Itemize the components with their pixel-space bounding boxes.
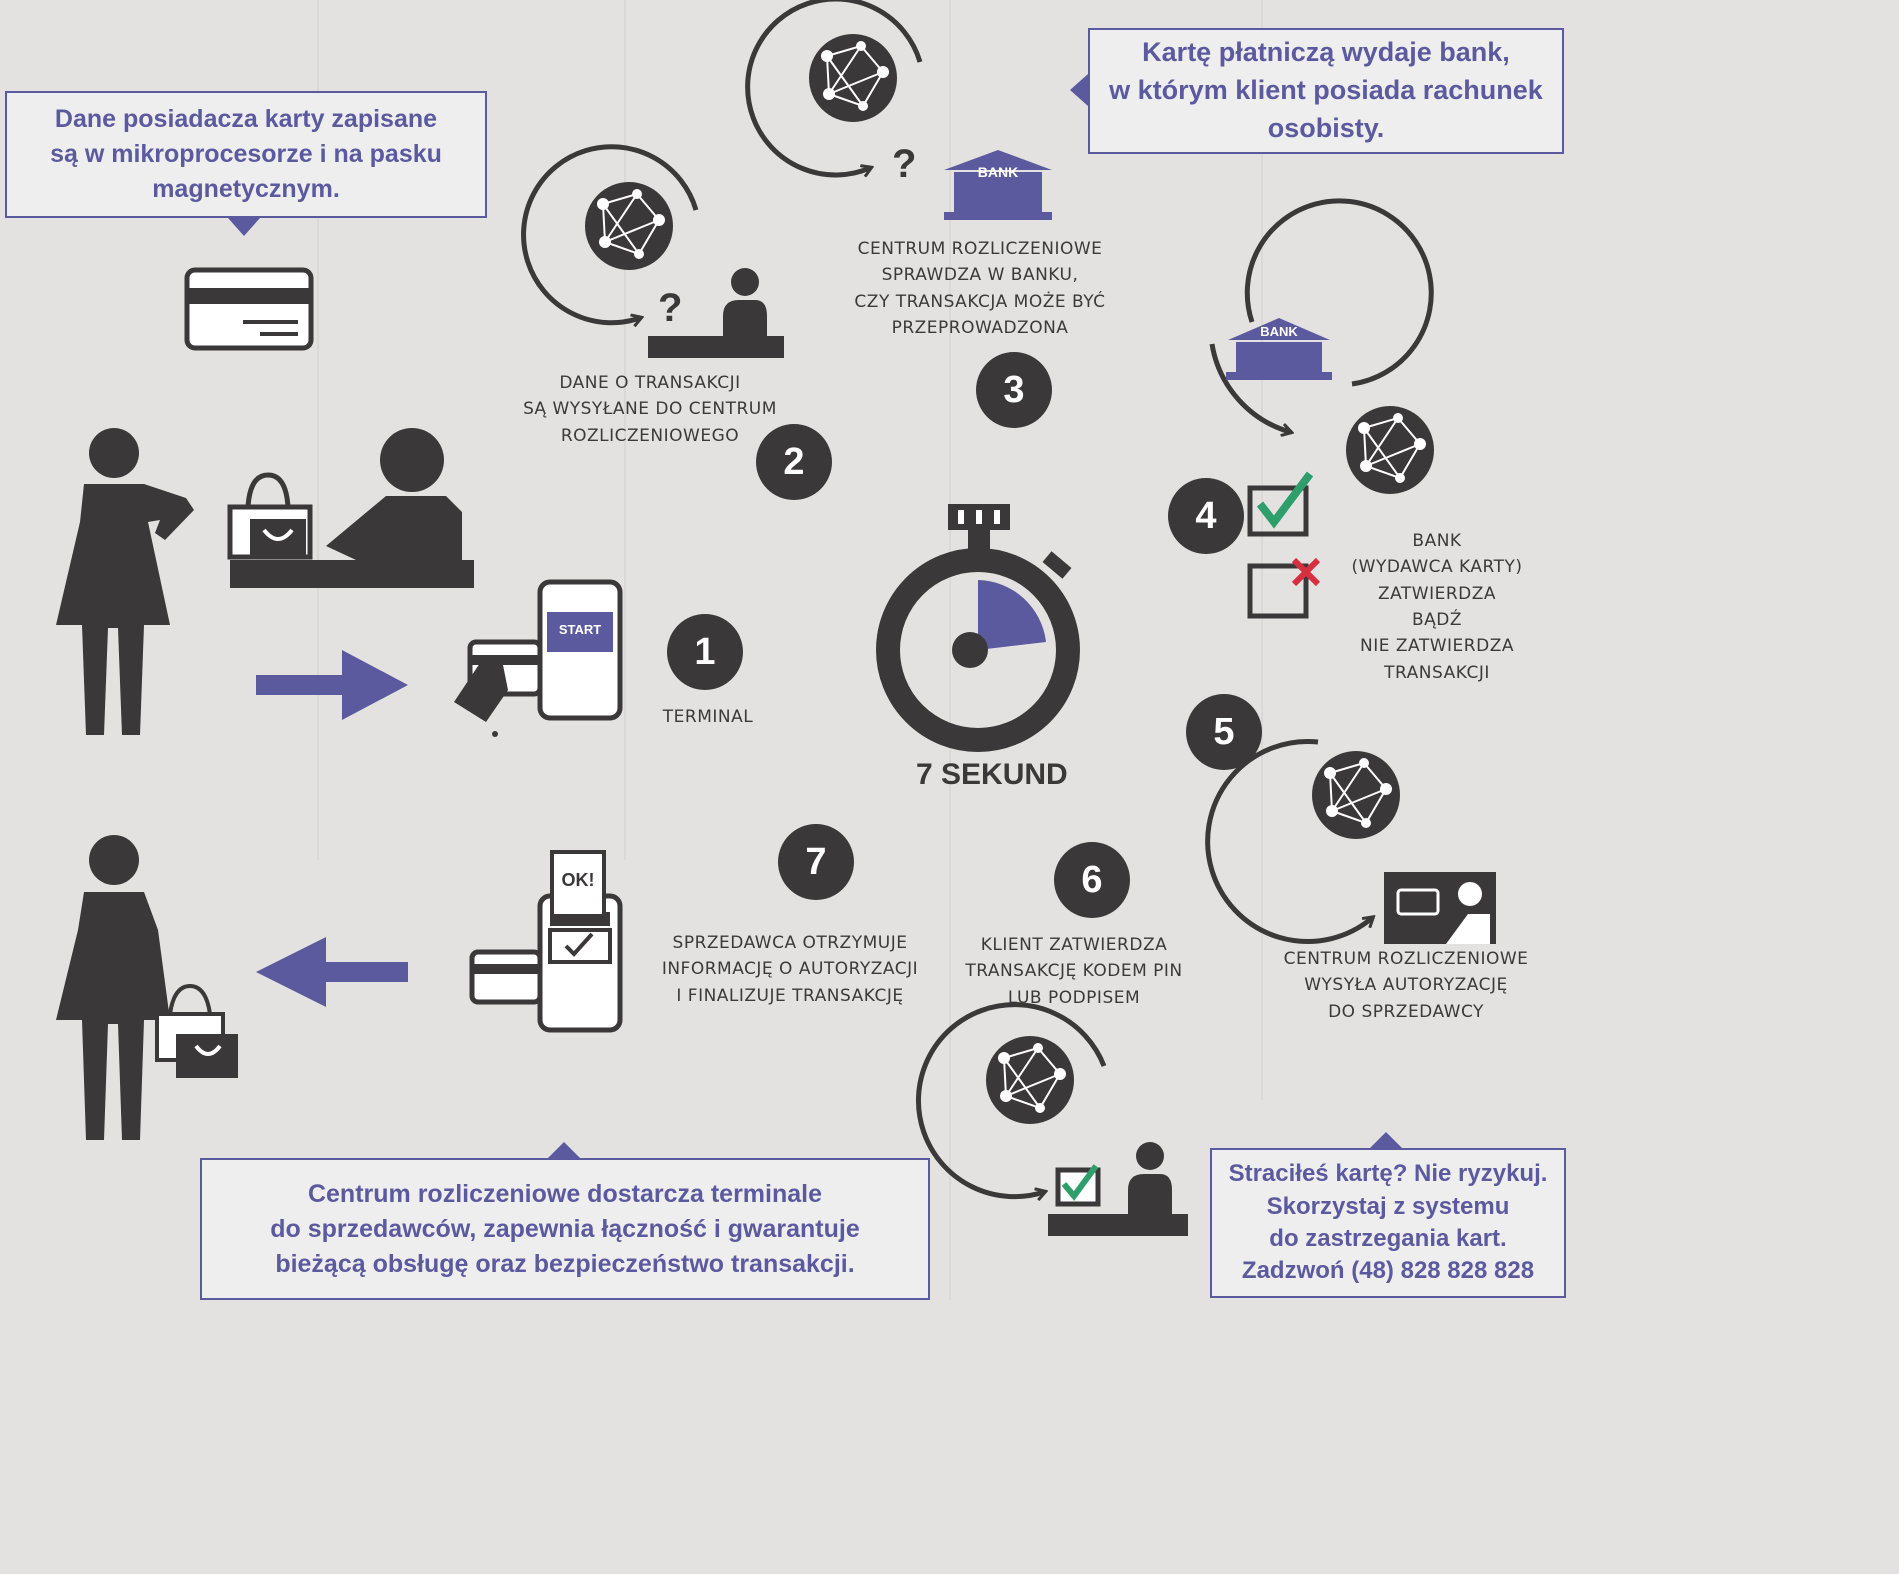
step-3-badge: 3 (976, 352, 1052, 428)
bank-sign-label-step4: BANK (1260, 324, 1298, 339)
cardholder-data-text: Dane posiadacza karty zapisane są w mikr… (50, 105, 442, 203)
customer-leaving-icon (56, 835, 170, 1140)
authorization-sent-icon (1205, 738, 1496, 944)
step-4-caption: BANK (WYDAWCA KARTY) ZATWIERDZA BĄDŹ NIE… (1351, 531, 1523, 683)
receipt-ok-label: OK! (561, 870, 595, 890)
approve-checkbox-icon (1247, 471, 1314, 537)
seller-at-counter-icon (230, 428, 474, 588)
arrow-left-icon (256, 937, 408, 1007)
box-pointers (228, 74, 1402, 1158)
card-terminal-icon (454, 579, 623, 737)
step-7-badge: 7 (778, 824, 854, 900)
card-issuer-box: Kartę płatniczą wydaje bank, w którym kl… (1088, 28, 1564, 154)
step-2-caption: DANE O TRANSAKCJI SĄ WYSYŁANE DO CENTRUM… (523, 373, 777, 446)
bank-approves-icon (1209, 198, 1435, 495)
client-confirms-icon (915, 1002, 1188, 1236)
shopping-bag-carried-icon (155, 983, 238, 1078)
question-mark-step2: ? (658, 286, 683, 330)
customer-woman-icon (56, 428, 194, 735)
step-1-caption: TERMINAL (662, 707, 754, 727)
settlement-center-box: Centrum rozliczeniowe dostarcza terminal… (200, 1158, 930, 1300)
terminal-start-label: START (558, 622, 602, 637)
payment-card-icon (184, 267, 314, 351)
step-6-badge: 6 (1054, 842, 1130, 918)
timer-label: 7 SEKUND (916, 758, 1068, 791)
diagram-artwork (56, 0, 1496, 1300)
step-6-caption: KLIENT ZATWIERDZA TRANSAKCJĘ KODEM PIN L… (965, 935, 1183, 1008)
step-7-caption: SPRZEDAWCA OTRZYMUJE INFORMACJĘ O AUTORY… (661, 933, 919, 1006)
bank-sign-label-step3: BANK (977, 164, 1019, 180)
center-checks-bank-icon (745, 0, 1052, 220)
arrow-right-icon (256, 650, 408, 720)
reject-checkbox-icon (1247, 557, 1321, 619)
step-1-badge: 1 (667, 614, 743, 690)
lost-card-text: Straciłeś kartę? Nie ryzykuj. Skorzystaj… (1228, 1160, 1548, 1285)
terminal-receipt-icon (469, 850, 623, 1033)
step-2-badge: 2 (756, 424, 832, 500)
step-5-badge: 5 (1186, 694, 1262, 770)
question-mark-step3: ? (892, 142, 917, 186)
settlement-center-text: Centrum rozliczeniowe dostarcza terminal… (270, 1179, 860, 1278)
shopping-bag-icon (227, 472, 313, 560)
data-sent-to-center-icon (521, 144, 784, 358)
card-issuer-text: Kartę płatniczą wydaje bank, w którym kl… (1109, 37, 1543, 143)
cardholder-data-box: Dane posiadacza karty zapisane są w mikr… (5, 91, 487, 218)
lost-card-box: Straciłeś kartę? Nie ryzykuj. Skorzystaj… (1210, 1148, 1566, 1298)
step-4-badge: 4 (1168, 478, 1244, 554)
step-3-caption: CENTRUM ROZLICZENIOWE SPRAWDZA W BANKU, … (854, 239, 1106, 339)
stopwatch-icon (876, 504, 1080, 752)
step-5-caption: CENTRUM ROZLICZENIOWE WYSYŁA AUTORYZACJĘ… (1283, 949, 1529, 1022)
